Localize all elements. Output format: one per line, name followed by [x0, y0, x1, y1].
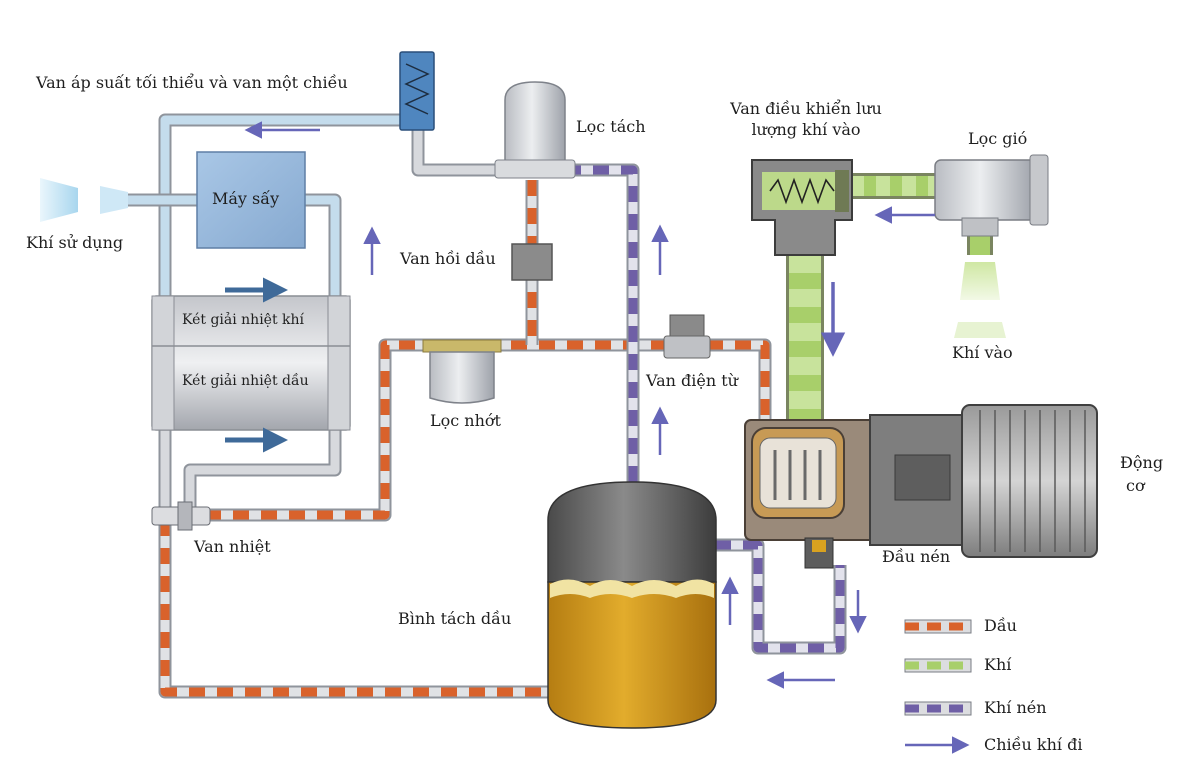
- pipe-compressed-air: [565, 163, 847, 655]
- label-inlet-valve-2: lượng khí vào: [751, 120, 861, 139]
- legend-swatch-compressed-air: [904, 701, 972, 716]
- air-use-jet: [40, 178, 128, 222]
- label-air-filter: Lọc gió: [968, 129, 1028, 148]
- legend: [904, 619, 972, 754]
- label-oil-separator-tank: Bình tách dầu: [398, 609, 512, 628]
- legend-label-compressed-air: Khí nén: [984, 698, 1047, 717]
- label-compressor-head: Đầu nén: [882, 547, 951, 566]
- label-motor-2: cơ: [1126, 476, 1145, 495]
- motor: [869, 404, 1098, 558]
- label-oil-cooler: Két giải nhiệt dầu: [182, 373, 309, 389]
- label-separator-filter: Lọc tách: [576, 117, 646, 136]
- label-solenoid-valve: Van điện từ: [646, 371, 738, 390]
- label-oil-filter: Lọc nhớt: [430, 411, 501, 430]
- label-min-pressure-valve: Van áp suất tối thiểu và van một chiều: [36, 73, 348, 92]
- air-filter: [934, 154, 1049, 237]
- oil-filter: [422, 339, 502, 404]
- legend-label-flow-direction: Chiều khí đi: [984, 735, 1083, 754]
- legend-swatch-oil: [904, 619, 972, 634]
- legend-label-air: Khí: [984, 655, 1012, 674]
- label-inlet-valve-1: Van điều khiển lưu: [730, 99, 882, 118]
- air-in-glow: [954, 262, 1006, 338]
- separator-filter: [494, 81, 576, 179]
- compressor-head: [744, 419, 876, 569]
- label-oil-return-valve: Van hồi dầu: [400, 249, 496, 268]
- dryer-box: [196, 151, 306, 249]
- pipe-air-outlet: [120, 193, 342, 300]
- label-motor-1: Động: [1120, 453, 1164, 472]
- cooler-block: [151, 295, 351, 431]
- solenoid-valve: [663, 314, 711, 359]
- pipe-oil: [158, 180, 772, 699]
- flow-arrows: [244, 121, 935, 689]
- legend-swatch-air: [904, 658, 972, 673]
- legend-label-oil: Dầu: [984, 616, 1017, 635]
- inlet-control-valve: [751, 159, 853, 256]
- label-air-use: Khí sử dụng: [26, 233, 124, 252]
- label-dryer: Máy sấy: [212, 189, 280, 208]
- label-air-in: Khí vào: [952, 343, 1013, 362]
- pipe-gray-left: [158, 420, 342, 515]
- min-pressure-valve: [399, 51, 435, 131]
- thermal-valve: [151, 501, 211, 531]
- pipe-min-valve: [411, 130, 500, 177]
- label-air-cooler: Két giải nhiệt khí: [182, 312, 305, 328]
- cooler-flow-arrows: [225, 277, 288, 453]
- oil-separator-tank: [547, 481, 717, 729]
- label-thermal-valve: Van nhiệt: [194, 537, 271, 556]
- pipe-air-top: [158, 113, 405, 300]
- oil-return-valve: [511, 243, 553, 281]
